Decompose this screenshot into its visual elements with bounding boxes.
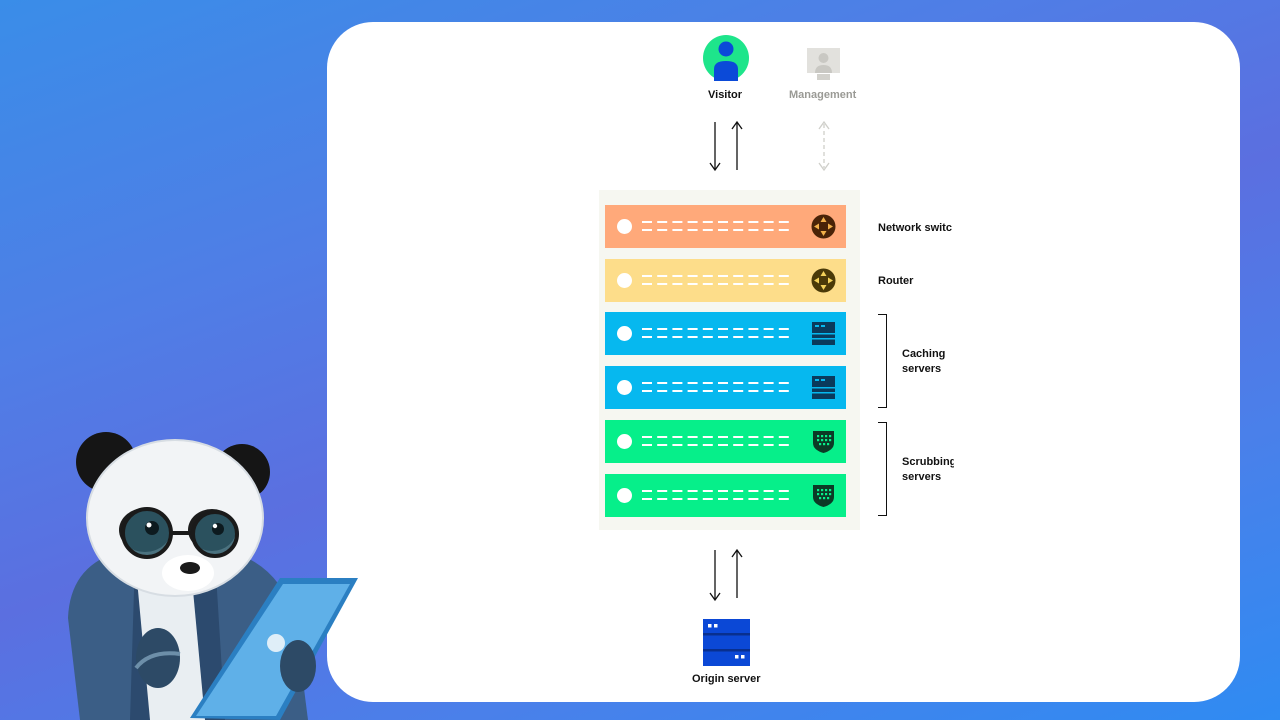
caching-bracket <box>878 314 887 408</box>
slot-dashes <box>642 490 792 500</box>
status-light <box>617 380 632 395</box>
panda-mascot-illustration <box>68 432 358 720</box>
scrubbing-label-line1: Scrubbing <box>902 456 954 468</box>
management-icon <box>807 48 840 80</box>
slot-dashes <box>642 436 792 446</box>
visitor-arrows <box>709 120 743 172</box>
caching-label-line1: Caching <box>902 348 946 360</box>
status-light <box>617 219 632 234</box>
slot-dashes <box>642 275 792 285</box>
status-light <box>617 488 632 503</box>
scrubbing-bracket <box>878 422 887 516</box>
rack-row-scrubbing-server <box>605 420 846 463</box>
rack-row-network-switch <box>605 205 846 248</box>
rack-row-caching-server <box>605 312 846 355</box>
caching-label-line2: servers <box>902 363 942 375</box>
switch-icon <box>811 214 836 239</box>
slot-dashes <box>642 382 792 392</box>
visitor-label: Visitor <box>708 89 743 101</box>
rack-row-router <box>605 259 846 302</box>
rack-row-scrubbing-server <box>605 474 846 517</box>
label-clip: Network switc Router Caching servers Scr… <box>878 215 954 505</box>
management-label: Management <box>789 89 857 101</box>
shield-icon <box>813 485 834 507</box>
server-icon <box>812 376 835 399</box>
router-label: Router <box>878 275 914 287</box>
status-light <box>617 326 632 341</box>
origin-server-label: Origin server <box>692 673 761 685</box>
visitor-icon <box>703 35 749 81</box>
origin-server-icon <box>703 619 750 666</box>
status-light <box>617 273 632 288</box>
slot-dashes <box>642 328 792 338</box>
management-arrow <box>818 120 830 172</box>
origin-arrows <box>709 548 743 602</box>
slot-dashes <box>642 221 792 231</box>
router-icon <box>811 268 836 293</box>
rack-row-caching-server <box>605 366 846 409</box>
network-switch-label: Network switc <box>878 222 952 234</box>
status-light <box>617 434 632 449</box>
server-icon <box>812 322 835 345</box>
shield-icon <box>813 431 834 453</box>
scrubbing-label-line2: servers <box>902 471 942 483</box>
